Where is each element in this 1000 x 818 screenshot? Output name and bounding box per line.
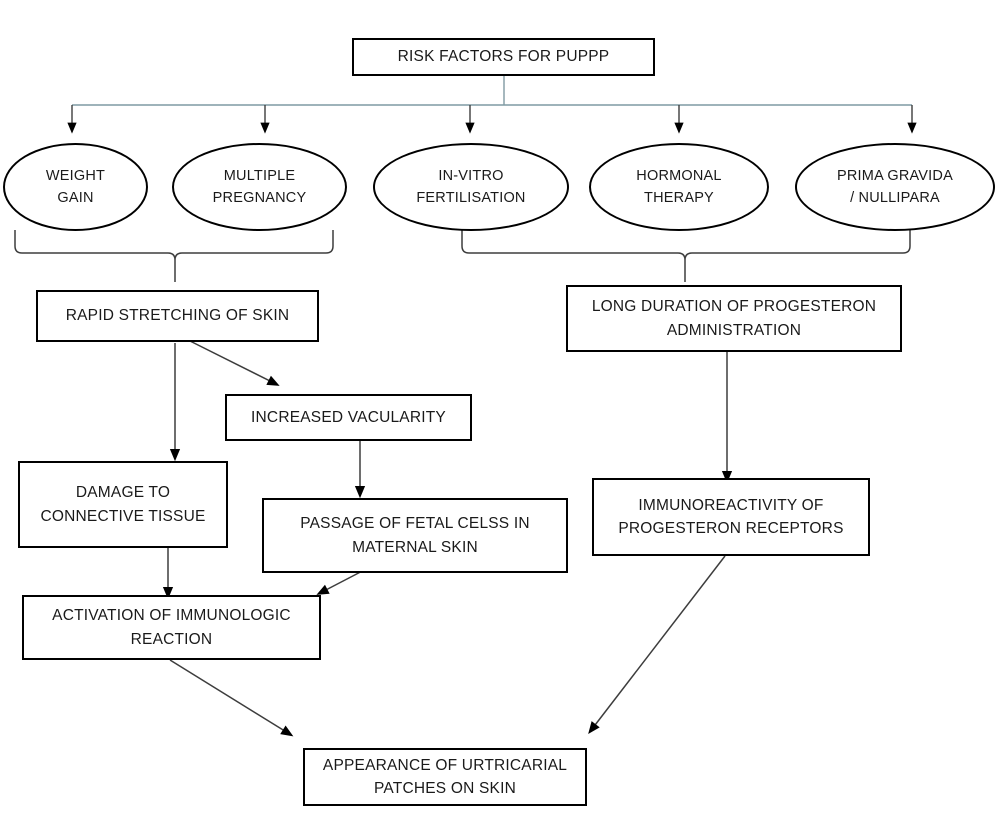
node-label: PRIMA GRAVIDA/ NULLIPARA	[837, 167, 953, 206]
node-prima-gravida-nullipara[interactable]: PRIMA GRAVIDA/ NULLIPARA	[795, 143, 995, 231]
node-label: INCREASED VACULARITY	[251, 408, 446, 426]
node-rapid-stretching-of-skin[interactable]: RAPID STRETCHING OF SKIN	[36, 290, 319, 342]
node-label: RISK FACTORS FOR PUPPP	[397, 48, 610, 66]
left-brace-connector	[14, 230, 334, 282]
right-brace-connector	[461, 230, 911, 282]
root-distribution-bus	[67, 76, 917, 134]
node-increased-vacularity[interactable]: INCREASED VACULARITY	[225, 394, 472, 441]
edge-immunoreactivity-to-outcome	[588, 555, 726, 734]
node-label: RAPID STRETCHING OF SKIN	[65, 307, 290, 325]
edge-activation-to-outcome	[169, 659, 294, 737]
node-risk-factors-for-puppp[interactable]: RISK FACTORS FOR PUPPP	[352, 38, 655, 76]
edge-stretching-to-vacularity	[189, 340, 280, 386]
